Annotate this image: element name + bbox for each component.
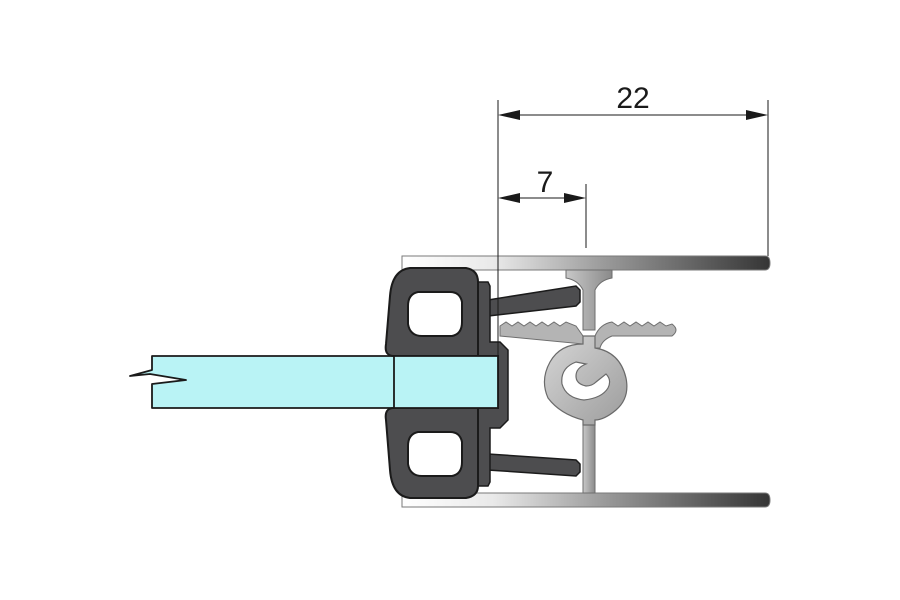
frame-bottom-rail (401, 492, 771, 508)
frame-center-web-upper (565, 269, 613, 331)
dim-arrow-7-left (498, 193, 520, 203)
frame-serrated-arm-right (594, 321, 677, 349)
frame-center-web-lower (582, 424, 596, 494)
gasket-stem-lower (487, 453, 581, 477)
dim-label-7: 7 (537, 166, 554, 199)
dim-arrow-7-right (564, 193, 586, 203)
glass-edge (393, 355, 499, 409)
dim-arrow-22-right (746, 110, 768, 120)
frame-top-rail (401, 255, 771, 271)
frame-hook-clip (543, 335, 628, 426)
frame-serrated-arm-left (499, 321, 584, 345)
dim-arrow-22-left (498, 110, 520, 120)
dim-label-22: 22 (616, 82, 649, 115)
gasket-stem-upper (487, 285, 581, 317)
